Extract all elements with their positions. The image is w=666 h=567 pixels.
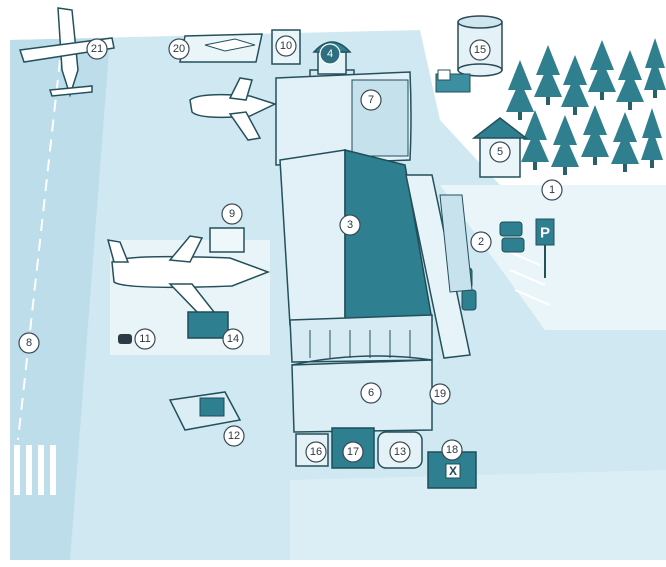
ground-vehicle bbox=[188, 312, 228, 338]
marker-2: 2 bbox=[471, 232, 491, 252]
svg-text:1: 1 bbox=[549, 184, 555, 196]
svg-text:15: 15 bbox=[474, 44, 486, 56]
svg-text:9: 9 bbox=[229, 208, 235, 220]
marker-18: 18 bbox=[442, 440, 462, 460]
svg-text:14: 14 bbox=[227, 333, 239, 345]
parking-sign-letter: P bbox=[540, 225, 550, 242]
svg-text:21: 21 bbox=[91, 43, 103, 55]
lower-apron bbox=[290, 470, 666, 560]
marker-12: 12 bbox=[224, 426, 244, 446]
marker-19: 19 bbox=[430, 384, 450, 404]
marker-14: 14 bbox=[223, 329, 243, 349]
maintenance-area bbox=[180, 34, 262, 62]
catering-truck bbox=[210, 228, 244, 252]
svg-text:18: 18 bbox=[446, 444, 458, 456]
tug bbox=[118, 334, 132, 344]
marker-13: 13 bbox=[390, 442, 410, 462]
marker-15: 15 bbox=[470, 40, 490, 60]
marker-3: 3 bbox=[340, 215, 360, 235]
svg-text:8: 8 bbox=[26, 337, 32, 349]
marker-7: 7 bbox=[361, 90, 381, 110]
marker-4: 4 bbox=[320, 44, 340, 64]
svg-text:10: 10 bbox=[280, 40, 292, 52]
svg-text:6: 6 bbox=[368, 387, 374, 399]
svg-text:11: 11 bbox=[139, 333, 150, 345]
svg-text:7: 7 bbox=[368, 94, 374, 106]
marker-21: 21 bbox=[87, 39, 107, 59]
marker-6: 6 bbox=[361, 383, 381, 403]
marker-8: 8 bbox=[19, 333, 39, 353]
marker-17: 17 bbox=[343, 442, 363, 462]
svg-text:2: 2 bbox=[478, 236, 484, 248]
waste-box-mark: X bbox=[449, 464, 457, 478]
marker-1: 1 bbox=[542, 180, 562, 200]
svg-text:12: 12 bbox=[228, 430, 240, 442]
svg-text:16: 16 bbox=[310, 446, 322, 458]
marker-16: 16 bbox=[306, 442, 326, 462]
svg-text:5: 5 bbox=[497, 146, 503, 158]
marker-11: 11 bbox=[135, 329, 155, 349]
svg-text:20: 20 bbox=[173, 43, 185, 55]
marker-10: 10 bbox=[276, 36, 296, 56]
svg-text:4: 4 bbox=[327, 48, 333, 60]
svg-text:19: 19 bbox=[434, 388, 446, 400]
svg-text:3: 3 bbox=[347, 219, 353, 231]
marker-20: 20 bbox=[169, 39, 189, 59]
marker-9: 9 bbox=[222, 204, 242, 224]
svg-text:17: 17 bbox=[347, 446, 359, 458]
marker-5: 5 bbox=[490, 142, 510, 162]
svg-text:13: 13 bbox=[394, 446, 406, 458]
